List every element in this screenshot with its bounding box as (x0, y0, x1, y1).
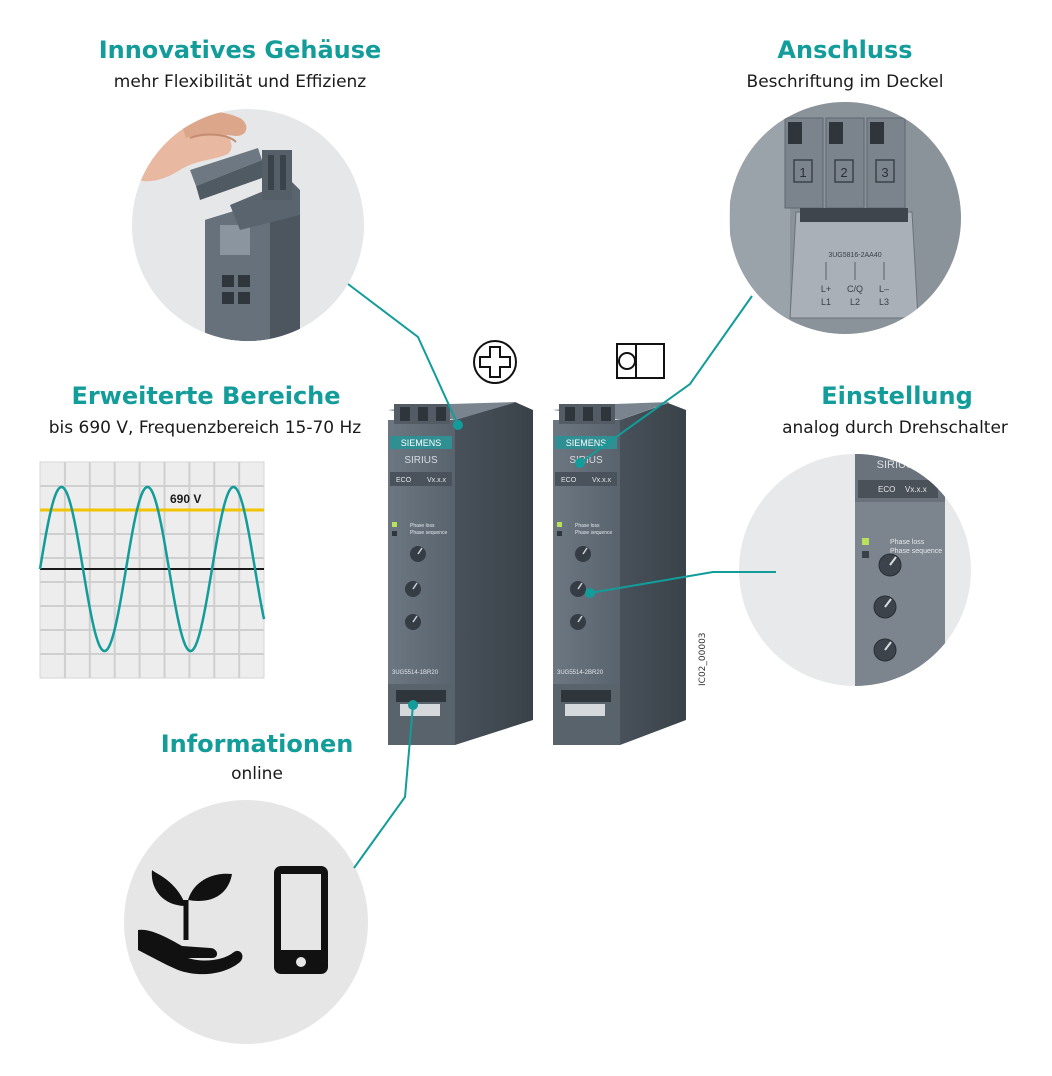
terminal-label-bottom-3: L3 (879, 297, 889, 307)
right-part-number: 3UG5514-2BR20 (557, 670, 604, 676)
terminal-number-3: 3 (881, 165, 888, 180)
zoom-series-label: SIRIUS (877, 459, 914, 471)
callout-dot-info (408, 700, 418, 710)
setting-title: Einstellung (821, 382, 973, 410)
right-brand-label: SIEMENS (566, 438, 607, 448)
callout-setting (589, 571, 776, 594)
terminal-label-bottom-1: L1 (821, 297, 831, 307)
zoom-eco-label: ECO (878, 485, 895, 494)
sine-wave-chart: 690 V (38, 461, 266, 679)
screw-terminal-icon (473, 340, 517, 384)
left-series-label: SIRIUS (404, 455, 438, 466)
left-version-label: Vx.x.x (427, 477, 447, 484)
connection-title: Anschluss (777, 36, 913, 64)
terminal-label-top-2: C/Q (847, 284, 863, 294)
setting-subtitle: analog durch Drehschalter (782, 418, 1008, 438)
info-detail-circle (124, 800, 368, 1044)
left-part-number: 3UG5514-1BR20 (392, 670, 439, 676)
callout-lines (347, 283, 776, 869)
housing-title: Innovatives Gehäuse (98, 36, 382, 64)
voltage-label: 690 V (170, 492, 201, 506)
right-series-label: SIRIUS (569, 455, 603, 466)
terminal-number-1: 1 (799, 165, 806, 180)
ranges-title: Erweiterte Bereiche (71, 382, 341, 410)
setting-detail-circle: SIRIUS ECO Vx.x.x Phase loss Phase seque… (739, 454, 971, 686)
spring-terminal-icon (616, 343, 665, 379)
callout-dot-connection (575, 458, 585, 468)
device-right: SIEMENS SIRIUS ECO Vx.x.x Phase loss Pha… (553, 402, 686, 745)
callout-info (353, 704, 414, 869)
left-phase-sequence: Phase sequence (410, 530, 447, 536)
left-eco-label: ECO (396, 477, 412, 484)
callout-dot-setting (585, 588, 595, 598)
zoom-version-label: Vx.x.x (905, 485, 927, 494)
info-title: Informationen (160, 730, 354, 758)
terminal-label-bottom-2: L2 (850, 297, 860, 307)
zoom-phase-sequence: Phase sequence (890, 548, 942, 555)
left-phase-loss: Phase loss (410, 523, 435, 529)
right-version-label: Vx.x.x (592, 477, 612, 484)
callout-connection (579, 295, 753, 464)
terminal-label-top-3: L– (879, 284, 889, 294)
callout-housing (347, 283, 459, 426)
right-eco-label: ECO (561, 477, 577, 484)
terminal-label-top-1: L+ (821, 284, 831, 294)
plant-hand-icon (138, 870, 243, 975)
housing-detail-circle (132, 109, 364, 341)
right-phase-loss: Phase loss (575, 523, 600, 529)
left-brand-label: SIEMENS (401, 438, 442, 448)
callout-dot-housing (453, 420, 463, 430)
info-subtitle: online (231, 764, 283, 784)
housing-subtitle: mehr Flexibilität und Effizienz (113, 72, 367, 92)
zoom-phase-loss: Phase loss (890, 539, 925, 546)
connection-subtitle: Beschriftung im Deckel (746, 72, 944, 92)
terminal-part-code: 3UG5816-2AA40 (828, 252, 881, 259)
terminal-number-2: 2 (840, 165, 847, 180)
connection-detail-circle: 1 2 3 3UG5816-2AA40 L+ C/Q L– L1 L2 L3 (729, 102, 961, 334)
smartphone-icon (274, 866, 328, 974)
ranges-subtitle: bis 690 V, Frequenzbereich 15-70 Hz (48, 418, 362, 438)
device-left: SIEMENS SIRIUS ECO Vx.x.x Phase loss Pha… (388, 402, 533, 745)
right-phase-sequence: Phase sequence (575, 530, 612, 536)
figure-code: IC02_00003 (698, 632, 708, 686)
sine-wave (38, 485, 266, 653)
